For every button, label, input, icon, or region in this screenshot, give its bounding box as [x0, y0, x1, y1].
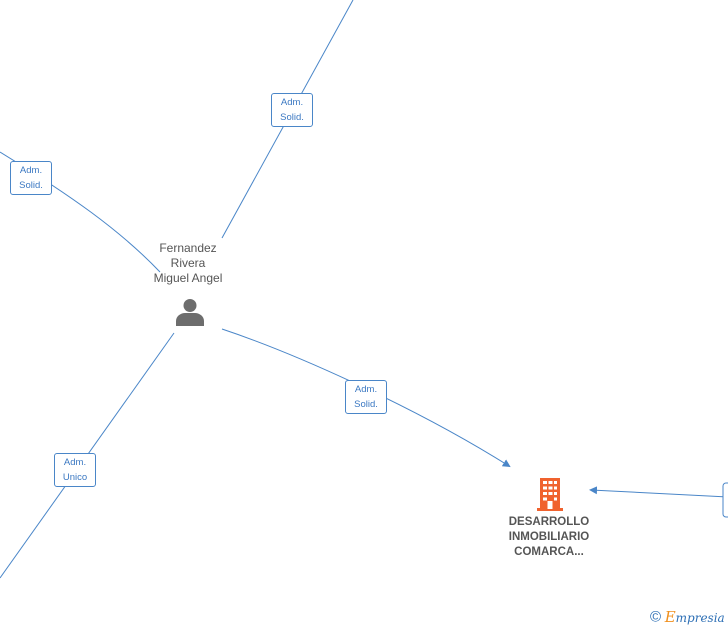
brand-initial: E: [664, 608, 676, 626]
brand-name-rest: mpresia: [675, 611, 725, 625]
person-name-line: Miguel Angel: [153, 271, 223, 285]
copyright-icon: ©: [650, 608, 662, 626]
company-name-line: INMOBILIARIO: [508, 531, 590, 543]
person-icon[interactable]: [175, 297, 205, 327]
relation-label-line: Unico: [62, 472, 88, 483]
person-name-line: Fernandez: [159, 241, 217, 255]
company-name-line: DESARROLLO: [508, 516, 590, 528]
building-icon[interactable]: [534, 477, 566, 511]
brand-logo: Empresia: [664, 608, 725, 626]
relation-label-company[interactable]: Adm. Solid.: [345, 380, 387, 414]
relation-label-bottom[interactable]: Adm. Unico: [54, 453, 96, 487]
relation-label-left[interactable]: Adm. Solid.: [10, 161, 52, 195]
footer-brand: © Empresia: [650, 608, 728, 628]
person-name-line: Rivera: [170, 256, 206, 270]
relation-label-line: Solid.: [280, 112, 304, 123]
relation-label-line: Solid.: [354, 399, 378, 410]
relation-label-line: Adm.: [63, 457, 87, 468]
person-name[interactable]: Fernandez Rivera Miguel Angel: [138, 241, 238, 286]
company-name-line: COMARCA...: [514, 546, 584, 558]
edge-label-offscreen[interactable]: [722, 482, 728, 518]
relation-label-line: Adm.: [354, 384, 378, 395]
company-name[interactable]: DESARROLLO INMOBILIARIO COMARCA...: [488, 515, 610, 560]
relation-label-line: Adm.: [19, 165, 43, 176]
relation-label-top[interactable]: Adm. Solid.: [271, 93, 313, 127]
relation-label-line: Adm.: [280, 97, 304, 108]
edge-incoming-right: [589, 486, 728, 498]
relation-label-line: Solid.: [19, 180, 43, 191]
